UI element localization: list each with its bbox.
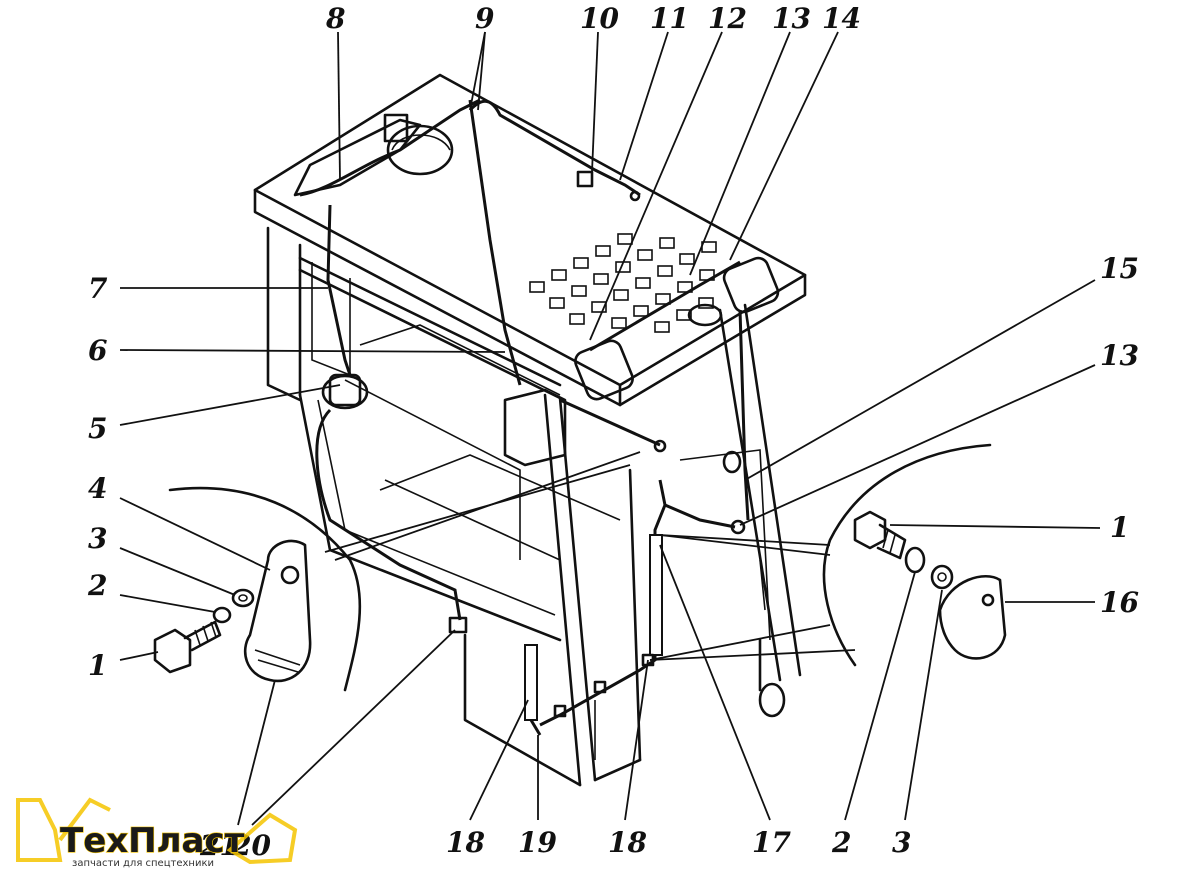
callout-18-right: 18 (608, 826, 647, 859)
logo-name: ТехПласт (60, 821, 245, 861)
roof-equipment (293, 98, 780, 401)
callout-2-left: 2 (87, 569, 107, 602)
callout-18-left: 18 (446, 826, 485, 859)
callout-3-right: 3 (892, 826, 911, 859)
callout-1-right: 1 (1110, 511, 1129, 544)
logo-tagline: запчасти для спецтехники (72, 858, 214, 869)
callout-6: 6 (88, 334, 107, 367)
callout-13-top: 13 (772, 2, 811, 35)
callout-1-left: 1 (88, 649, 107, 682)
callout-10: 10 (580, 2, 619, 35)
callout-13-right: 13 (1100, 339, 1139, 372)
callout-5: 5 (88, 412, 107, 445)
cab-structure (253, 73, 807, 787)
wiring-harness (315, 99, 750, 736)
callout-12: 12 (708, 2, 747, 35)
callout-14: 14 (822, 2, 861, 35)
callout-17: 17 (752, 826, 791, 859)
brand-logo: ТехПласт запчасти для спецтехники (16, 797, 298, 869)
callout-2-right: 2 (831, 826, 851, 859)
callout-15: 15 (1100, 252, 1139, 285)
detail-clamp-left (153, 486, 362, 692)
callout-7: 7 (88, 272, 108, 305)
roof-vent-grid (529, 233, 717, 333)
detail-clamp-right (822, 443, 1007, 667)
callout-4: 4 (88, 472, 107, 505)
callout-8: 8 (325, 2, 345, 35)
callout-16: 16 (1100, 586, 1139, 619)
callout-19: 19 (518, 826, 557, 859)
leader-lines (119, 31, 1101, 826)
callout-3-left: 3 (88, 522, 107, 555)
callout-9: 9 (475, 2, 494, 35)
callout-11: 11 (650, 2, 689, 35)
excavator-icon (16, 797, 298, 865)
callout-numbers: 8 9 10 11 12 13 14 15 13 7 6 5 4 3 2 1 1… (87, 2, 1139, 862)
